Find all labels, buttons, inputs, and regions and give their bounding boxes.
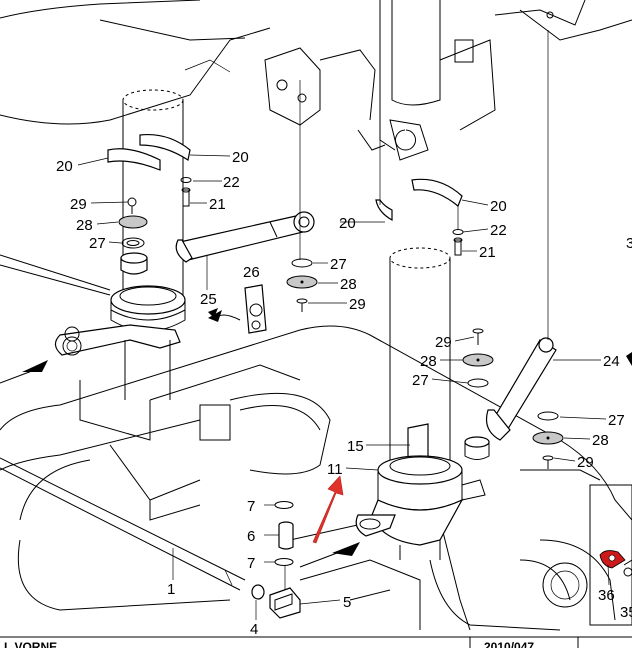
- callout-27-center: 27: [330, 256, 347, 273]
- callout-22-right: 22: [490, 222, 507, 239]
- callout-6: 6: [247, 528, 255, 545]
- direction-arrows: [0, 254, 632, 568]
- callout-28-left: 28: [76, 217, 93, 234]
- highlight-arrow: [312, 475, 344, 544]
- black-arrow-right: [626, 352, 632, 366]
- callout-26: 26: [243, 264, 260, 281]
- callout-28-right-upper: 28: [420, 353, 437, 370]
- callout-35: 35: [620, 604, 632, 621]
- machine-frame-outline: [0, 0, 632, 161]
- callout-28-right-lower: 28: [592, 432, 609, 449]
- callout-4: 4: [250, 621, 258, 638]
- lower-shaft-assembly: [0, 457, 632, 626]
- callout-27-left: 27: [89, 235, 106, 252]
- black-arrow-left: [22, 360, 48, 372]
- callout-7-upper: 7: [247, 498, 255, 515]
- callout-29-left: 29: [70, 196, 87, 213]
- callout-29-right-lower: 29: [577, 454, 594, 471]
- right-column-assembly: [355, 30, 564, 560]
- callout-20-right: 20: [490, 198, 507, 215]
- callout-28-center: 28: [340, 276, 357, 293]
- callout-15: 15: [347, 438, 364, 455]
- title-block-left-text: L VORNE: [4, 640, 57, 648]
- callout-29-right-upper: 29: [435, 334, 452, 351]
- title-block: L VORNE 2010/047: [0, 636, 632, 653]
- callout-25: 25: [200, 291, 217, 308]
- callout-27-right-lower: 27: [608, 412, 625, 429]
- clip-part-26: [208, 284, 267, 334]
- left-column-assembly: [54, 89, 191, 400]
- callout-3: 3: [626, 235, 632, 252]
- callout-27-right-upper: 27: [412, 372, 429, 389]
- callout-5: 5: [343, 594, 351, 611]
- callout-21-left: 21: [209, 196, 226, 213]
- center-bolt-stack: [286, 80, 318, 312]
- callout-20-middle: 20: [339, 215, 356, 232]
- hydraulic-cylinder-25: [175, 211, 315, 263]
- callout-24: 24: [603, 353, 620, 370]
- callout-labels: 20 20 20 20 22 22 21 21 29 29 29 29 28 2…: [56, 149, 632, 638]
- callout-36: 36: [598, 587, 615, 604]
- callout-29-center: 29: [349, 296, 366, 313]
- leader-lines: [77, 154, 610, 620]
- callout-20-upper-center: 20: [232, 149, 249, 166]
- callout-22-left: 22: [223, 174, 240, 191]
- callout-21-right: 21: [479, 244, 496, 261]
- callout-7-lower: 7: [247, 555, 255, 572]
- callout-11: 11: [327, 461, 343, 478]
- callout-1: 1: [167, 581, 175, 598]
- bolts-left: [180, 177, 192, 207]
- track-frame-outline: [0, 325, 632, 631]
- black-arrow-center: [332, 542, 360, 556]
- callout-20-upper-left: 20: [56, 158, 73, 175]
- title-block-drawing-number: 2010/047: [484, 640, 534, 648]
